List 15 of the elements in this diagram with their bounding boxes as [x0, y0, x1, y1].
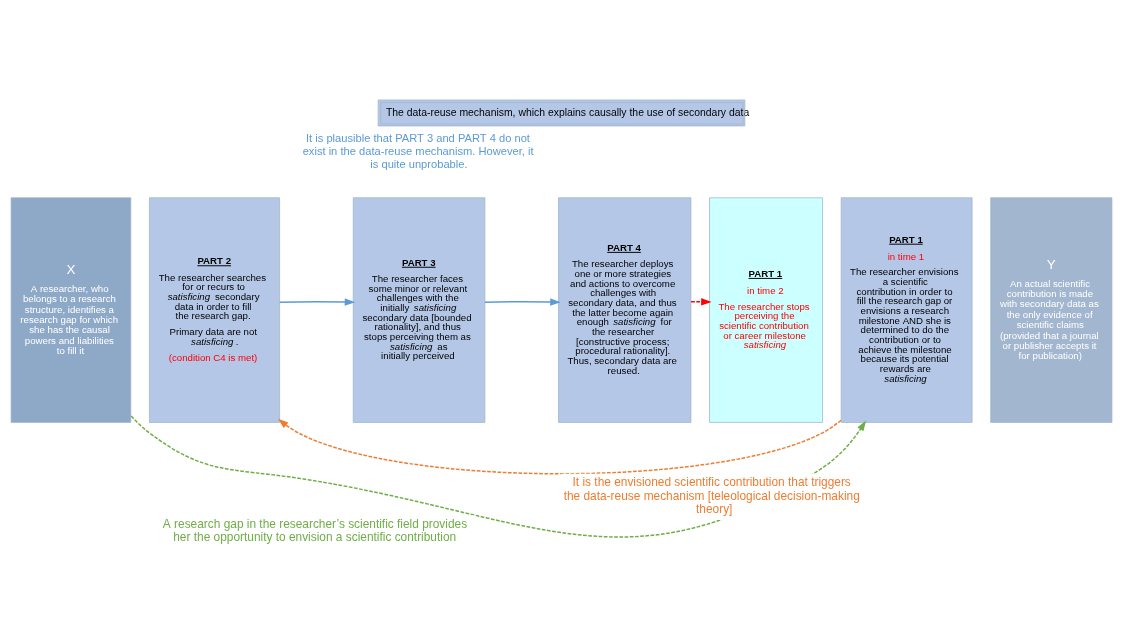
arrow	[690, 297, 712, 305]
diagram-title: The data-reuse mechanism, which explains causally the use of secondary data	[385, 106, 750, 118]
node-box: Y An actual scientific contribution is made with secondary data as the only evidence of scientific claims (provided that a journal or publisher accepts it for publication)	[990, 196, 1113, 423]
node-box: PART 3 The researcher faces some minor or relevant challenges with the initially satisficing secondary data [bounded rationality], and thus stops perceiving them as satisficing as initially perceived	[352, 196, 486, 423]
edge-label: A research gap in the researcher’s scientific field provides her the opportunity to envision a scientific contribution	[162, 516, 468, 544]
node-box: PART 2 The researcher searches for or recurs to satisficing secondary data in order to fill the research gap. Primary data are not satisficing. (condition C4 is met)	[149, 196, 280, 423]
node-box: X A researcher, who belongs to a research structure, identifies a research gap for which she has the causal powers and liabilities to fill it	[10, 196, 132, 423]
arrow	[484, 297, 561, 306]
label: It is plausible that PART 3 and PART 4 do not exist in the data-reuse mechanism. However, it is quite unprobable.	[302, 131, 534, 170]
node-box: PART 4 The researcher deploys one or more strategies and actions to overcome challenges with secondary data, and thus the latter become again enough satisficing for the researcher [constructive process; procedural rationality]. Thus, secondary data are reused.	[558, 196, 692, 423]
arrow	[279, 297, 356, 306]
node-box: PART 1 in time 2 The researcher stops perceiving the scientific contribution or career milestone satisficing	[709, 196, 823, 423]
edge-label: It is the envisioned scientific contribution that triggers the data-reuse mechanism [teleological decision-making theory]	[563, 474, 860, 516]
arrow	[277, 418, 842, 474]
node-box: PART 1 in time 1 The researcher envisions a scientific contribution in order to fill the research gap or envisions a research milestone AND she is determined to do the contribution or to achieve the milestone because its potential rewards are satisficing	[840, 196, 973, 423]
